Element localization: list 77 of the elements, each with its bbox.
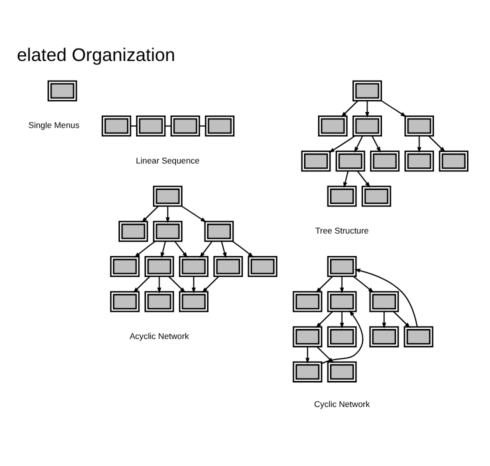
arrow [316,276,333,292]
label: Single Menus [28,120,80,130]
node-box [213,255,243,277]
arrow [372,135,381,152]
arrow [181,205,206,222]
node-box [370,150,400,172]
arrow [192,276,196,293]
arrow [354,135,364,152]
arrow [166,206,170,223]
arrow [160,240,166,258]
label: Linear Sequence [136,154,200,165]
arrow [306,346,310,364]
node-box [204,220,234,242]
arrow [328,134,356,152]
arrow [157,276,162,293]
arrow [220,240,227,258]
node-box [152,185,182,206]
node-box [327,185,357,206]
node-box [136,114,166,136]
node-box [144,255,174,277]
node-box [178,255,208,277]
label: Acyclic Network [130,330,190,340]
node-box [248,255,278,277]
node-box [102,114,132,136]
arrow [168,276,186,292]
node-box [327,326,357,347]
arrow [200,240,213,258]
arrow [133,276,150,292]
node-box [327,255,357,277]
label: Tree Structure [315,225,369,236]
node-box [301,150,331,172]
node-box [404,114,434,136]
node-box [204,114,234,136]
arrow [141,205,159,222]
arrow [354,268,418,326]
node-box [318,114,348,136]
arrow [428,135,446,152]
node-box [369,326,399,347]
arrow [393,310,410,328]
node-box [438,150,468,172]
arrow [343,170,349,188]
arrow [353,276,374,292]
node-box [369,290,399,312]
node-box [118,220,148,242]
node-box [404,326,434,347]
node-box [404,150,434,172]
node-box [362,185,392,206]
arrow [340,311,344,328]
node-box [352,80,382,101]
node-box [352,114,382,136]
arrow [134,240,156,258]
arrow [232,240,254,258]
arrow [365,100,370,118]
node-box [292,326,322,347]
arrow [174,240,188,258]
arrow [381,100,406,117]
node-box [110,290,140,312]
node-box [327,360,357,382]
label: Cyclic Network [314,398,370,408]
node-box [178,290,208,312]
arrow [382,311,386,328]
node-box [292,290,322,312]
arrow [316,310,333,328]
node-box [152,220,182,242]
arrow [417,135,422,152]
node-box [110,255,140,277]
node-box [336,150,366,172]
node-box [170,114,200,136]
arrow [341,100,358,117]
node-box [144,290,174,312]
arrow [202,276,220,292]
arrow [357,170,370,188]
node-box [48,80,78,101]
node-box [327,290,357,312]
arrow [340,276,344,293]
node-box [292,360,322,382]
diagram-title: elated Organization [16,44,176,65]
